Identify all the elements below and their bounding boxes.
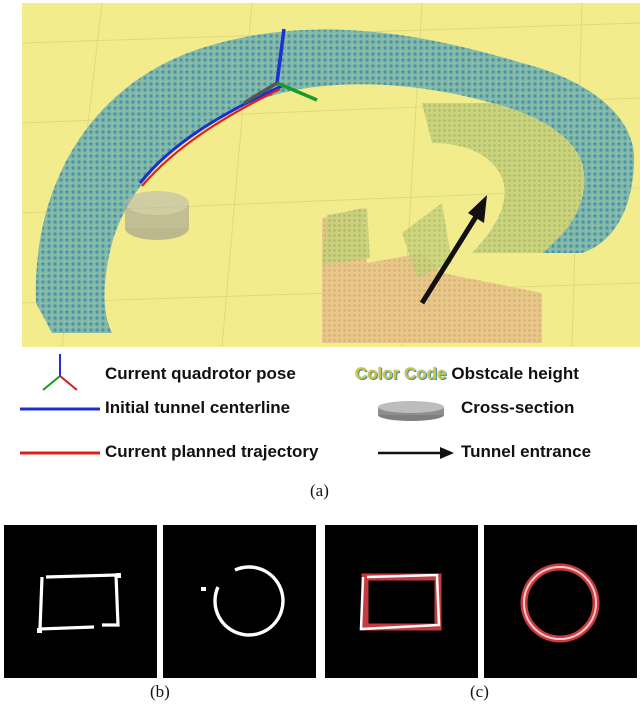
tunnel-outer-wall bbox=[422, 103, 585, 253]
entrance-floor bbox=[322, 208, 542, 343]
planned-trajectory bbox=[141, 88, 281, 187]
caption-b: (b) bbox=[150, 682, 170, 701]
cross-section-disk bbox=[125, 191, 189, 240]
legend-trajectory-label: Current planned trajectory bbox=[105, 442, 319, 461]
quadrotor-pose-axes bbox=[243, 28, 318, 105]
tunnel-entrance-arrow bbox=[419, 195, 487, 305]
tunnel-map-scene bbox=[22, 3, 640, 347]
legend-entrance-label: Tunnel entrance bbox=[461, 442, 592, 461]
cross-section-icon bbox=[378, 401, 444, 421]
caption-a: (a) bbox=[310, 481, 329, 500]
legend-height-label: Obstcale height bbox=[451, 364, 579, 383]
panel-b2-circle bbox=[163, 525, 316, 678]
trajectory-swatch bbox=[20, 451, 100, 455]
panel-c2-circle-overlay bbox=[484, 525, 637, 678]
panel-b1-rectangle bbox=[4, 525, 157, 678]
entrance-arrow-swatch bbox=[378, 447, 454, 459]
legend-height-row: Color Code Obstcale height bbox=[355, 364, 579, 384]
legend-cross-section-label: Cross-section bbox=[461, 398, 575, 417]
legend-pose-label: Current quadrotor pose bbox=[105, 364, 296, 383]
color-code-label: Color Code bbox=[355, 364, 447, 383]
caption-c: (c) bbox=[470, 682, 489, 701]
centerline-swatch bbox=[20, 407, 100, 411]
legend-centerline-label: Initial tunnel centerline bbox=[105, 398, 291, 417]
entrance-wall bbox=[322, 208, 370, 265]
quadrotor-pose-icon bbox=[42, 354, 78, 391]
tunnel-centerline bbox=[138, 83, 285, 184]
entrance-side-wall bbox=[402, 203, 452, 278]
tunnel-wall bbox=[35, 29, 635, 333]
panel-c1-rectangle-overlay bbox=[325, 525, 478, 678]
